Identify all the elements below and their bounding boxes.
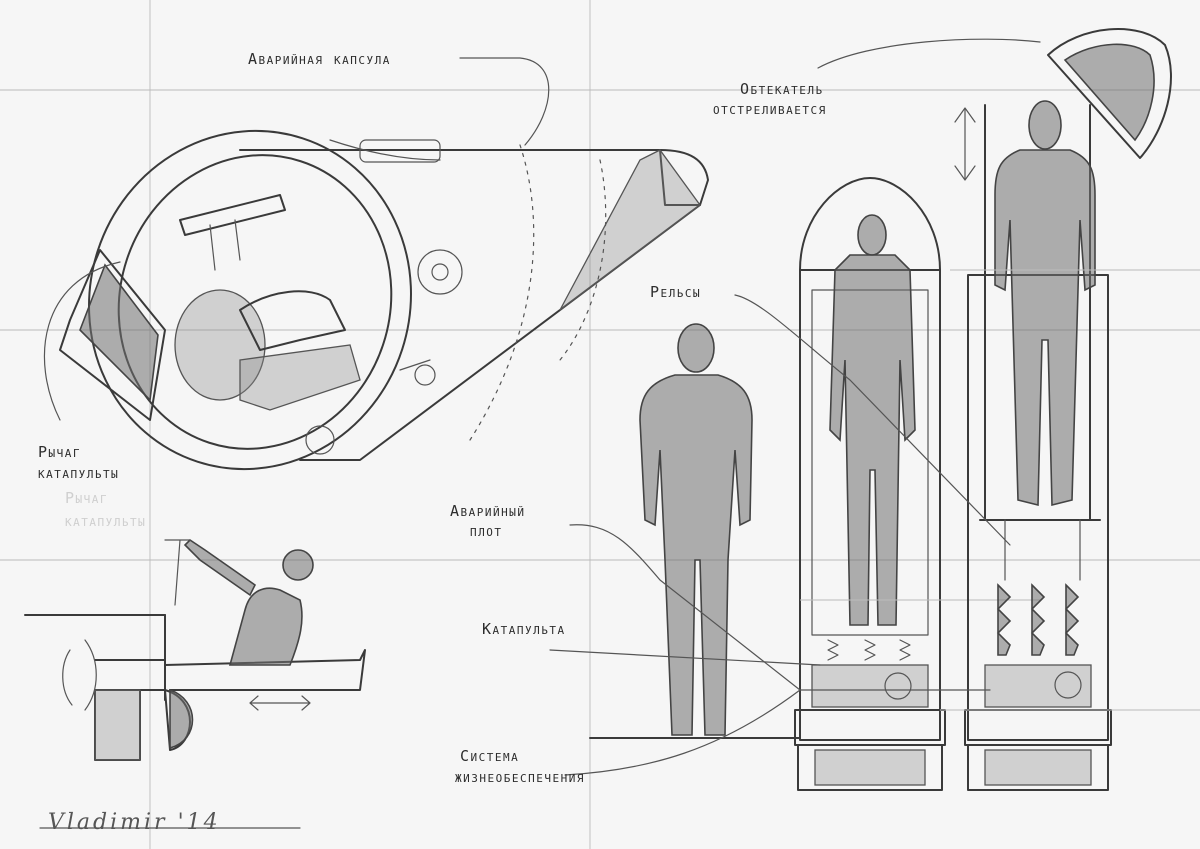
seat-side-view-drawing	[24, 538, 366, 761]
standing-human-drawing	[589, 323, 801, 739]
label-fairing-line1: Обтекатель	[740, 80, 824, 98]
label-life-support-line1: Система	[460, 747, 520, 765]
label-lever-line1: Рычаг	[38, 443, 82, 461]
label-lever-ghost-line2: катапульты	[65, 512, 147, 530]
label-escape-capsule: Аварийная капсула	[248, 50, 391, 68]
label-catapult: Катапульта	[482, 620, 566, 638]
pod-closed-drawing	[794, 177, 1040, 791]
escape-capsule-drawing	[59, 129, 709, 471]
label-life-support-line2: жизнеобеспечения	[455, 768, 585, 786]
label-raft-line2: плот	[470, 522, 503, 540]
callout-lines	[43, 38, 1041, 776]
label-fairing-line2: отстреливается	[713, 100, 827, 118]
label-rails: Рельсы	[650, 283, 702, 301]
pod-ejecting-drawing	[940, 28, 1200, 791]
label-lever-ghost-line1: Рычаг	[65, 489, 109, 507]
label-lever-line2: катапульты	[38, 464, 120, 482]
label-raft-line1: Аварийный	[450, 502, 526, 520]
artist-signature: Vladimir '14	[48, 810, 221, 835]
